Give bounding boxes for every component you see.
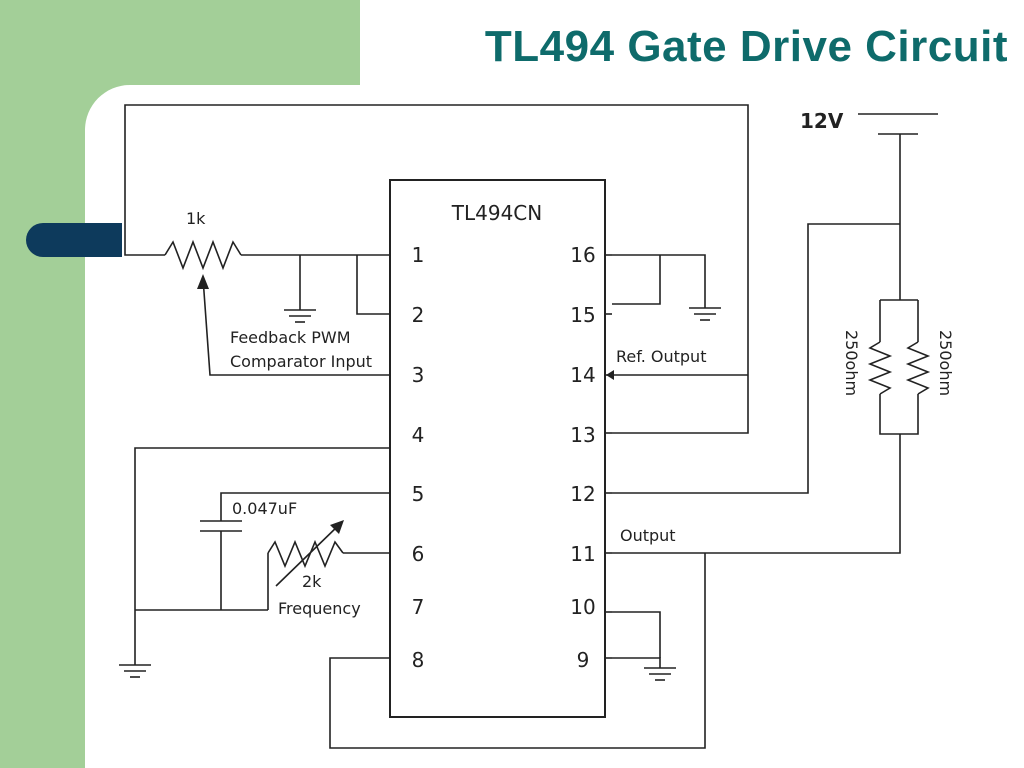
pin-1: 1 [412,243,425,267]
feedback-loop-wire [124,104,749,434]
pin-5: 5 [412,482,425,506]
pin-9: 9 [577,648,590,672]
ref-output-label: Ref. Output [616,347,706,366]
pin8-output-loop [329,553,706,749]
ground-icon [644,667,676,681]
feedback-label-1: Feedback PWM [230,328,351,347]
slide-title: TL494 Gate Drive Circuit [484,22,1008,71]
pin16-ground-wire [612,254,706,308]
pin9-wire [612,657,661,668]
pin-16: 16 [570,243,595,267]
pin-10: 10 [570,595,595,619]
var-resistor-label: Frequency [278,599,361,618]
left-accent-band [0,0,85,768]
ground-icon [689,307,721,321]
content-panel-corner [85,85,175,175]
supply-label: 12V [800,109,844,133]
ground-icon [284,309,316,323]
pot-1k [164,239,242,271]
pin4-ground-wire [134,447,390,665]
pin-15: 15 [570,303,595,327]
resistor-250-right [905,341,931,395]
pin-14: 14 [570,363,595,387]
pin11-output-wire [612,434,901,554]
resistor-left-label: 250ohm [842,330,861,396]
feedback-label-2: Comparator Input [230,352,372,371]
var-resistor-2k [267,539,344,569]
top-accent-band [0,0,360,85]
pot-wiper-wire [202,277,390,376]
bullet-marker [26,223,122,257]
pin-8: 8 [412,648,425,672]
output-label: Output [620,526,676,545]
ic-body [389,179,606,718]
pin14-arrow-icon [606,370,614,380]
pin2-wire [356,255,390,315]
pin-11: 11 [570,542,595,566]
ic-name: TL494CN [451,201,542,225]
pin-12: 12 [570,482,595,506]
pin-6: 6 [412,542,425,566]
pot-label: 1k [186,209,206,228]
pin15-wire [612,255,661,305]
pin-2: 2 [412,303,425,327]
resistor-bottom-bus [879,394,919,435]
resistor-250-left [867,341,893,395]
pin-4: 4 [412,423,425,447]
wiper-arrow-icon [197,274,209,289]
pin-7: 7 [412,595,425,619]
pin-13: 13 [570,423,595,447]
capacitor-label: 0.047uF [232,499,297,518]
pin12-wire [612,223,900,494]
pin-3: 3 [412,363,425,387]
pin-stubs [605,254,612,659]
pin10-wire [612,611,661,658]
pin5-wire [220,492,390,521]
arrow-icon [330,520,344,534]
var-resistor-value: 2k [302,572,322,591]
var-resistor-arrow [275,523,341,587]
ground-icon [119,664,151,678]
resistor-right-label: 250ohm [936,330,955,396]
